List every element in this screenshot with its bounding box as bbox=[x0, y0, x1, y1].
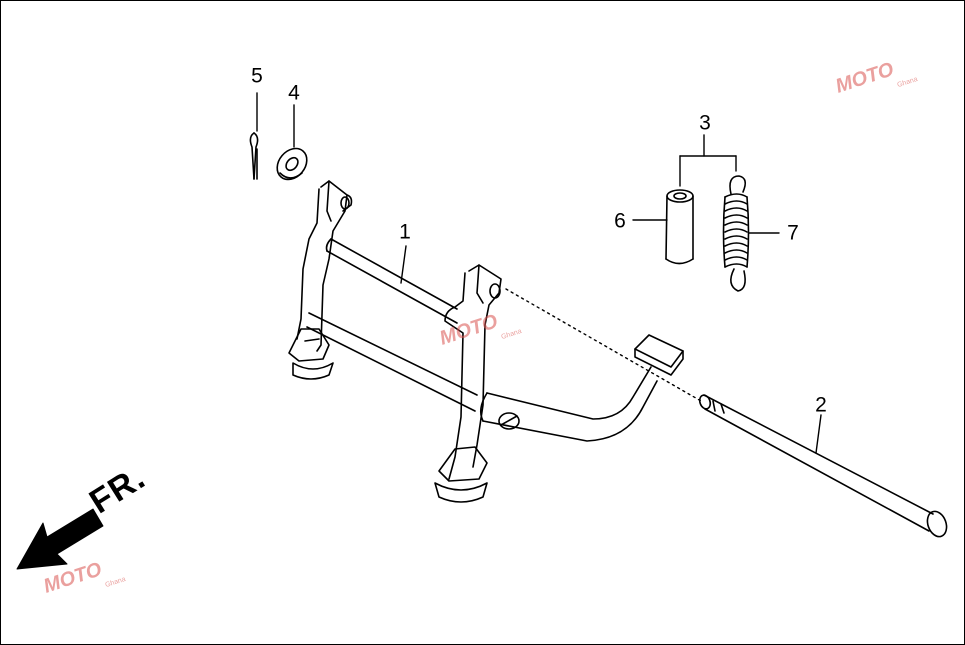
watermark-logo-center: MOTOGhana bbox=[436, 310, 523, 350]
watermark-logo-top-right: MOTOGhana bbox=[832, 58, 919, 98]
collar-part bbox=[665, 189, 694, 265]
callout-1: 1 bbox=[399, 220, 411, 244]
watermark-logo-bottom-left: MOTOGhana bbox=[40, 558, 127, 598]
callout-6: 6 bbox=[614, 209, 626, 233]
washer-part bbox=[276, 147, 308, 181]
main-stand-part bbox=[288, 180, 684, 503]
leader-lines bbox=[256, 92, 822, 454]
callout-5: 5 bbox=[251, 64, 263, 88]
callout-3: 3 bbox=[699, 111, 711, 135]
callout-7: 7 bbox=[787, 221, 799, 245]
front-direction-arrow bbox=[16, 508, 104, 570]
alignment-line bbox=[505, 288, 702, 402]
shaft-part bbox=[698, 394, 948, 538]
callout-4: 4 bbox=[288, 81, 300, 105]
spring-part bbox=[722, 175, 750, 292]
cotter-pin-part bbox=[249, 132, 259, 180]
callout-2: 2 bbox=[815, 393, 827, 417]
